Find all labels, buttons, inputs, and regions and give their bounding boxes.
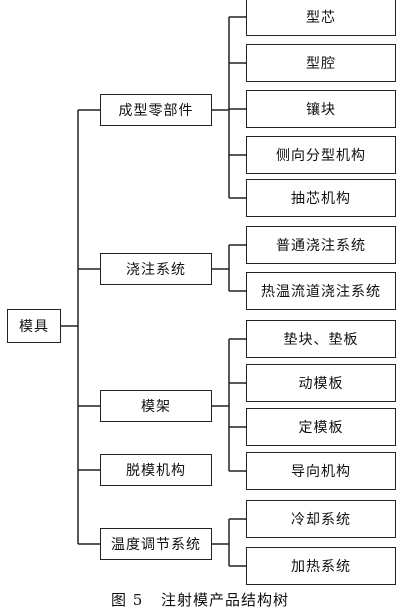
component-node: 热温流道浇注系统: [246, 272, 396, 310]
subsystem-node: 浇注系统: [100, 253, 212, 285]
component-node: 侧向分型机构: [246, 136, 396, 174]
component-node: 普通浇注系统: [246, 226, 396, 264]
component-node: 镶块: [246, 90, 396, 128]
subsystem-node: 模架: [100, 390, 212, 422]
component-node: 动模板: [246, 364, 396, 402]
component-node: 抽芯机构: [246, 179, 396, 217]
figure-title: 注射模产品结构树: [161, 591, 290, 609]
component-node: 导向机构: [246, 452, 396, 490]
component-node: 垫块、垫板: [246, 320, 396, 358]
subsystem-node: 脱模机构: [100, 454, 212, 486]
component-node: 型芯: [246, 0, 396, 36]
component-node: 定模板: [246, 408, 396, 446]
component-node: 加热系统: [246, 547, 396, 585]
subsystem-node: 温度调节系统: [100, 528, 212, 560]
figure-caption: 图 5 注射模产品结构树: [0, 589, 400, 610]
component-node: 型腔: [246, 44, 396, 82]
root-node: 模具: [7, 309, 61, 343]
figure-number: 图 5: [110, 591, 144, 609]
component-node: 冷却系统: [246, 500, 396, 538]
subsystem-node: 成型零部件: [100, 94, 212, 126]
